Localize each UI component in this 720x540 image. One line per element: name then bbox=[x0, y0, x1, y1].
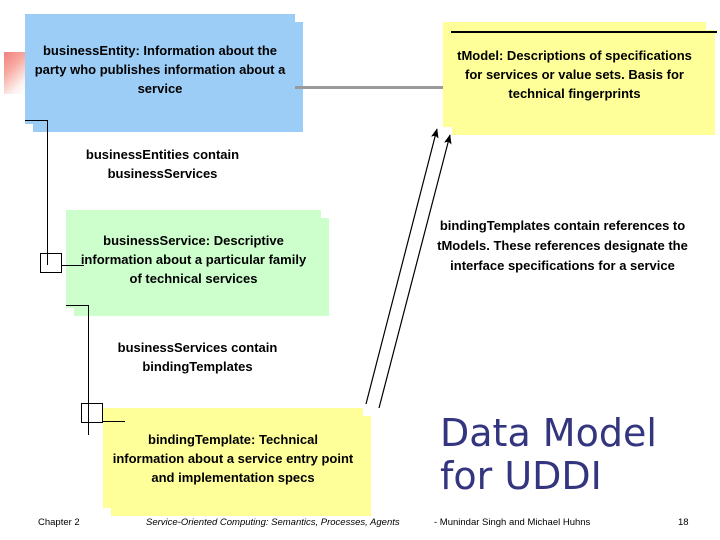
node-binding-template[interactable]: bindingTemplate: Technical information a… bbox=[103, 408, 363, 508]
entity-service-connector-horizontal bbox=[62, 265, 84, 266]
arrow-binding-to-tmodel-1 bbox=[365, 128, 439, 405]
node-business-service-label: businessService: Descriptive information… bbox=[80, 232, 307, 286]
caption-binding-templates-references: bindingTemplates contain references to t… bbox=[437, 218, 688, 273]
entity-tmodel-link-line bbox=[292, 86, 447, 89]
node-business-entity[interactable]: businessEntity: Information about the pa… bbox=[25, 14, 295, 124]
caption-business-services-contain: businessServices contain bindingTemplate… bbox=[117, 340, 278, 374]
node-tmodel-label: tModel: Descriptions of specifications f… bbox=[457, 48, 692, 101]
footer: Chapter 2 Service-Oriented Computing: Se… bbox=[0, 516, 720, 534]
node-business-entity-label: businessEntity: Information about the pa… bbox=[34, 42, 286, 96]
page-title: Data Model for UDDI bbox=[440, 412, 710, 498]
caption-business-entities-contain: businessEntities contain businessService… bbox=[85, 147, 240, 181]
entity-service-connector-vertical bbox=[47, 120, 48, 265]
red-gradient-artifact bbox=[4, 52, 28, 94]
service-binding-connector-vertical bbox=[88, 305, 89, 435]
service-binding-composition-diamond bbox=[81, 403, 103, 423]
service-binding-connector-horizontal bbox=[103, 421, 125, 422]
node-tmodel[interactable]: tModel: Descriptions of specifications f… bbox=[443, 22, 706, 127]
footer-page-number: 18 bbox=[678, 517, 689, 528]
service-binding-connector-stub bbox=[66, 305, 88, 306]
page-title-line-1: Data Model bbox=[440, 411, 657, 455]
page-title-line-2: for UDDI bbox=[440, 454, 602, 498]
node-business-service[interactable]: businessService: Descriptive information… bbox=[66, 210, 321, 308]
tmodel-top-rule bbox=[451, 31, 717, 33]
footer-authors: - Munindar Singh and Michael Huhns bbox=[434, 517, 591, 528]
footer-citation: Service-Oriented Computing: Semantics, P… bbox=[146, 517, 400, 528]
entity-service-composition-diamond bbox=[40, 253, 62, 273]
node-binding-template-label: bindingTemplate: Technical information a… bbox=[112, 431, 354, 485]
footer-chapter: Chapter 2 bbox=[38, 517, 80, 528]
entity-service-connector-stub bbox=[25, 120, 47, 121]
